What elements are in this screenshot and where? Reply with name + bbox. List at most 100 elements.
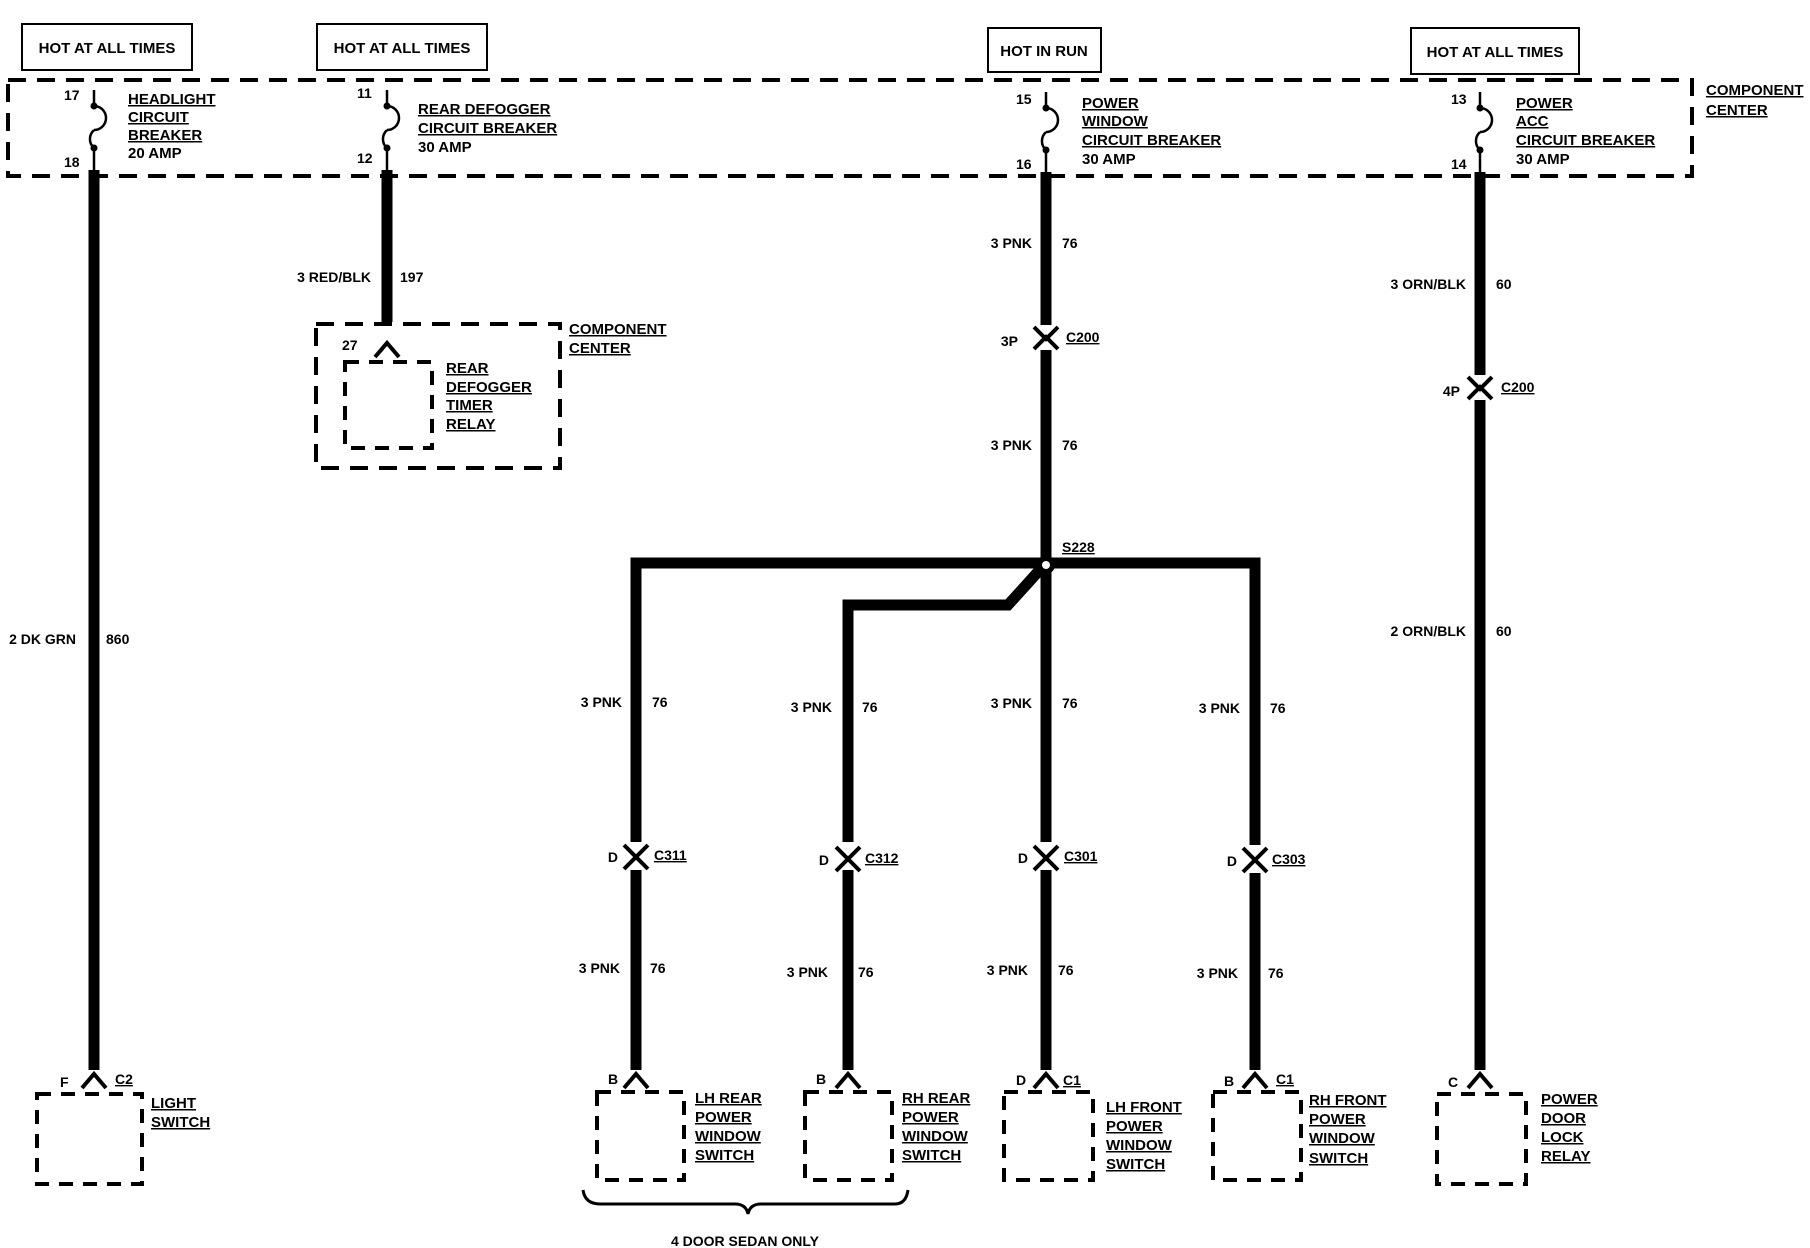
hot-box-window: HOT IN RUN bbox=[987, 27, 1102, 73]
connector-name: C312 bbox=[865, 850, 899, 866]
component-label: RELAY bbox=[1541, 1148, 1590, 1165]
wire-circuit-b2-lo: 76 bbox=[858, 964, 874, 980]
lh-rear-window-switch: B LH REAR POWER WINDOW SWITCH bbox=[595, 1070, 762, 1182]
power-door-lock-relay: C POWER DOOR LOCK RELAY bbox=[1435, 1070, 1598, 1186]
breaker-defogger-labels: 11 12 REAR DEFOGGER CIRCUIT BREAKER 30 A… bbox=[357, 85, 557, 166]
pin-12: 12 bbox=[357, 150, 373, 166]
wire-color-headlight: 2 DK GRN bbox=[9, 631, 76, 647]
wire-color-window-top: 3 PNK bbox=[991, 235, 1032, 251]
wire-color-acc-top: 3 ORN/BLK bbox=[1391, 276, 1466, 292]
hot-label-defogger: HOT AT ALL TIMES bbox=[334, 40, 471, 57]
component-label: POWER bbox=[1309, 1111, 1366, 1128]
component-center-outline bbox=[6, 78, 1694, 178]
wire-circuit-b4-lo: 76 bbox=[1268, 965, 1284, 981]
connector-name: C303 bbox=[1272, 851, 1306, 867]
component-label: WINDOW bbox=[1309, 1130, 1376, 1147]
component-label: POWER bbox=[1541, 1091, 1598, 1108]
component-label: SWITCH bbox=[151, 1114, 210, 1131]
component-label: POWER bbox=[695, 1109, 752, 1126]
connector-c303: D C303 bbox=[1227, 845, 1306, 874]
component-label: POWER bbox=[902, 1109, 959, 1126]
breaker-label: CIRCUIT BREAKER bbox=[1516, 132, 1655, 149]
breaker-label: 30 AMP bbox=[1082, 151, 1136, 168]
connector-acc-c200: 4P C200 bbox=[1443, 375, 1535, 401]
breaker-label: CIRCUIT bbox=[128, 109, 189, 126]
sedan-only-brace: 4 DOOR SEDAN ONLY bbox=[581, 1189, 910, 1248]
connector-name: C301 bbox=[1064, 848, 1098, 864]
connector-pin: D bbox=[1227, 853, 1237, 869]
component-label: SWITCH bbox=[1309, 1150, 1368, 1167]
component-label: SWITCH bbox=[1106, 1156, 1165, 1173]
relay-label: RELAY bbox=[446, 416, 495, 433]
component-label: WINDOW bbox=[695, 1128, 762, 1145]
component-label: SWITCH bbox=[902, 1147, 961, 1164]
lh-front-window-switch: D C1 LH FRONT POWER WINDOW SWITCH bbox=[1002, 1070, 1182, 1182]
pin-16: 16 bbox=[1016, 156, 1032, 172]
wire-circuit-acc-top: 60 bbox=[1496, 276, 1512, 292]
connector-window-c200: 3P C200 bbox=[1001, 325, 1100, 351]
component-pin: B bbox=[608, 1071, 618, 1087]
light-switch: F C2 LIGHT SWITCH bbox=[35, 1070, 210, 1186]
component-center-label-1: COMPONENT bbox=[1706, 82, 1804, 99]
component-pin: C bbox=[1448, 1074, 1458, 1090]
connector-name: C200 bbox=[1501, 379, 1535, 395]
connector-pin: 3P bbox=[1001, 333, 1018, 349]
pin-17: 17 bbox=[64, 87, 80, 103]
inline-connectors: 3P C200 4P C200 D C311 D C312 bbox=[608, 325, 1535, 874]
wire-color-b3-lo: 3 PNK bbox=[987, 962, 1028, 978]
wire-circuit-defogger: 197 bbox=[400, 269, 424, 285]
hot-box-acc: HOT AT ALL TIMES bbox=[1410, 27, 1580, 75]
component-pin: B bbox=[816, 1071, 826, 1087]
connector-pin: D bbox=[819, 852, 829, 868]
connector-pin: D bbox=[1018, 850, 1028, 866]
component-conn: C1 bbox=[1276, 1071, 1294, 1087]
relay-pin: 27 bbox=[342, 337, 358, 353]
breaker-headlight-labels: 17 18 HEADLIGHT CIRCUIT BREAKER 20 AMP bbox=[64, 87, 216, 170]
relay-center-label: COMPONENT bbox=[569, 321, 667, 338]
relay-label: TIMER bbox=[446, 397, 493, 414]
wire-circuit-b3-lo: 76 bbox=[1058, 962, 1074, 978]
hot-label-acc: HOT AT ALL TIMES bbox=[1427, 44, 1564, 61]
component-label: WINDOW bbox=[1106, 1137, 1173, 1154]
wire-color-b3-up: 3 PNK bbox=[991, 695, 1032, 711]
breaker-label: 30 AMP bbox=[418, 139, 472, 156]
connector-name: C311 bbox=[654, 847, 687, 863]
wire-circuit-b4-up: 76 bbox=[1270, 700, 1286, 716]
breaker-label: 30 AMP bbox=[1516, 151, 1570, 168]
component-pin: F bbox=[60, 1074, 69, 1090]
breaker-label: REAR DEFOGGER bbox=[418, 101, 551, 118]
hot-label-window: HOT IN RUN bbox=[1000, 43, 1088, 60]
component-label: LOCK bbox=[1541, 1129, 1584, 1146]
breaker-label: HEADLIGHT bbox=[128, 91, 216, 108]
rh-front-window-switch: B C1 RH FRONT POWER WINDOW SWITCH bbox=[1211, 1070, 1387, 1182]
splice-label: S228 bbox=[1062, 539, 1095, 555]
wire-circuit-b3-up: 76 bbox=[1062, 695, 1078, 711]
wire-circuit-window-top: 76 bbox=[1062, 235, 1078, 251]
component-label: LH REAR bbox=[695, 1090, 762, 1107]
breaker-acc-labels: 13 14 POWER ACC CIRCUIT BREAKER 30 AMP bbox=[1451, 91, 1655, 172]
component-label: DOOR bbox=[1541, 1110, 1586, 1127]
relay-label: DEFOGGER bbox=[446, 379, 532, 396]
breaker-label: WINDOW bbox=[1082, 113, 1149, 130]
breaker-window-labels: 15 16 POWER WINDOW CIRCUIT BREAKER 30 AM… bbox=[1016, 91, 1221, 172]
breaker-label: BREAKER bbox=[128, 127, 202, 144]
rear-defogger-timer-relay: 27 REAR DEFOGGER TIMER RELAY COMPONENT C… bbox=[314, 321, 667, 470]
component-conn: C2 bbox=[115, 1071, 133, 1087]
connector-c301: D C301 bbox=[1018, 842, 1098, 872]
rh-rear-window-switch: B RH REAR POWER WINDOW SWITCH bbox=[803, 1070, 971, 1182]
wire-color-window-mid: 3 PNK bbox=[991, 437, 1032, 453]
pin-15: 15 bbox=[1016, 91, 1032, 107]
wire-color-b2-lo: 3 PNK bbox=[787, 964, 828, 980]
component-label: LH FRONT bbox=[1106, 1099, 1182, 1116]
sedan-only-note: 4 DOOR SEDAN ONLY bbox=[671, 1233, 820, 1248]
wire-circuit-b1-up: 76 bbox=[652, 694, 668, 710]
wire-color-b1-up: 3 PNK bbox=[581, 694, 622, 710]
pin-14: 14 bbox=[1451, 156, 1467, 172]
hot-box-headlight: HOT AT ALL TIMES bbox=[21, 23, 193, 71]
connector-pin: D bbox=[608, 849, 618, 865]
relay-label: REAR bbox=[446, 360, 489, 377]
wire-labels: 2 DK GRN 860 3 RED/BLK 197 3 PNK 76 3 PN… bbox=[9, 235, 1512, 981]
component-pin: B bbox=[1224, 1073, 1234, 1089]
breaker-label: POWER bbox=[1516, 95, 1573, 112]
